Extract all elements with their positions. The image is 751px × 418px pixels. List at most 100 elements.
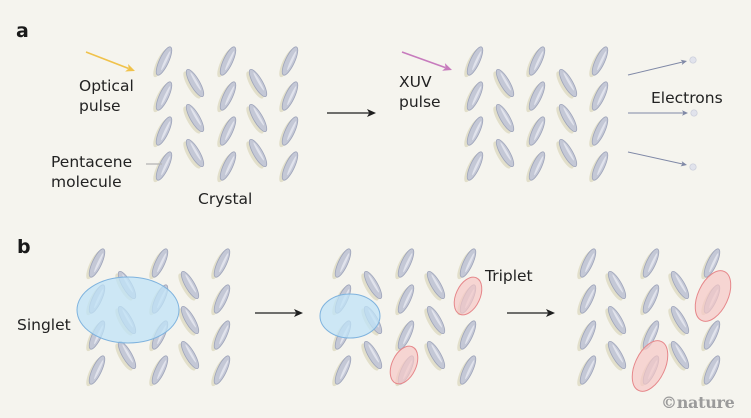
electron-arrow-top bbox=[627, 59, 687, 76]
pentacene-molecule bbox=[248, 103, 268, 133]
pentacene-molecule bbox=[426, 340, 446, 370]
pentacene-molecule bbox=[703, 248, 721, 278]
arrows bbox=[85, 51, 688, 318]
pentacene-molecule bbox=[334, 248, 352, 278]
process-arrow-b2 bbox=[507, 308, 555, 318]
pentacene-molecule bbox=[151, 355, 169, 385]
pentacene-molecule bbox=[579, 355, 597, 385]
crystal-label: Crystal bbox=[198, 190, 253, 208]
electron-dot bbox=[689, 163, 697, 171]
pentacene-molecule bbox=[151, 248, 169, 278]
pentacene-molecule bbox=[670, 305, 690, 335]
pentacene-molecule bbox=[591, 81, 609, 111]
pentacene-molecule bbox=[397, 320, 415, 350]
electron-dot bbox=[690, 109, 698, 117]
pentacene-molecule bbox=[155, 116, 173, 146]
pentacene-molecule bbox=[219, 151, 237, 181]
pentacene-molecule bbox=[459, 320, 477, 350]
pentacene-molecule bbox=[528, 81, 546, 111]
triplet-exciton-4 bbox=[631, 340, 669, 392]
pentacene-molecule bbox=[363, 270, 383, 300]
pentacene-molecule bbox=[213, 320, 231, 350]
pentacene-molecule bbox=[466, 151, 484, 181]
optical-pulse-label: Optical pulse bbox=[79, 76, 134, 116]
pentacene-molecule bbox=[579, 320, 597, 350]
pentacene-molecule-label: Pentacene molecule bbox=[51, 152, 132, 192]
electrons-label: Electrons bbox=[651, 89, 723, 107]
pentacene-molecule bbox=[213, 284, 231, 314]
pentacene-molecule bbox=[466, 46, 484, 76]
pentacene-molecule bbox=[528, 151, 546, 181]
pentacene-molecule bbox=[426, 305, 446, 335]
triplet-label: Triplet bbox=[485, 267, 533, 285]
pentacene-molecule bbox=[495, 68, 515, 98]
singlet-exciton-small bbox=[319, 293, 381, 339]
electron-arrow-middle bbox=[628, 110, 688, 116]
pentacene-molecule bbox=[670, 340, 690, 370]
pentacene-molecule bbox=[558, 103, 578, 133]
pentacene-molecule bbox=[117, 340, 137, 370]
pentacene-molecule bbox=[607, 305, 627, 335]
pentacene-molecule bbox=[180, 305, 200, 335]
pentacene-molecule bbox=[248, 138, 268, 168]
pentacene-molecule bbox=[558, 138, 578, 168]
pentacene-molecule bbox=[607, 340, 627, 370]
xuv-pulse-label: XUV pulse bbox=[399, 72, 441, 112]
pentacene-molecule bbox=[185, 103, 205, 133]
pentacene-molecule bbox=[703, 355, 721, 385]
xuv-pulse-label-line1: XUV bbox=[399, 73, 432, 91]
triplet-exciton-2 bbox=[389, 345, 419, 385]
pentacene-molecule bbox=[185, 68, 205, 98]
pentacene-molecule bbox=[180, 340, 200, 370]
pentacene-molecule bbox=[248, 68, 268, 98]
pentacene-molecule bbox=[459, 248, 477, 278]
pentacene-molecule bbox=[670, 270, 690, 300]
pentacene-molecule bbox=[466, 81, 484, 111]
pentacene-molecule bbox=[213, 355, 231, 385]
pentacene-molecule bbox=[642, 248, 660, 278]
panel-label-b: b bbox=[17, 236, 31, 258]
pentacene-molecule bbox=[185, 138, 205, 168]
panel-label-a: a bbox=[16, 20, 29, 42]
xuv-pulse-arrow bbox=[401, 51, 452, 71]
pentacene-molecule bbox=[281, 81, 299, 111]
electron-dot bbox=[689, 56, 697, 64]
process-arrow-b1 bbox=[255, 308, 303, 318]
pentacene-molecule bbox=[155, 151, 173, 181]
pentacene-molecule bbox=[219, 81, 237, 111]
pentacene-molecule bbox=[495, 138, 515, 168]
pentacene-molecule bbox=[219, 46, 237, 76]
pentacene-molecule bbox=[579, 248, 597, 278]
pentacene-molecule bbox=[591, 151, 609, 181]
optical-pulse-label-line2: pulse bbox=[79, 97, 121, 115]
pentacene-molecule bbox=[397, 248, 415, 278]
triplet-exciton-1 bbox=[453, 276, 483, 316]
process-arrow-a bbox=[327, 108, 376, 118]
optical-pulse-arrow bbox=[85, 51, 135, 72]
optical-pulse-label-line1: Optical bbox=[79, 77, 134, 95]
pentacene-molecule bbox=[88, 355, 106, 385]
pentacene-molecule bbox=[459, 355, 477, 385]
pentacene-molecule bbox=[591, 116, 609, 146]
pentacene-molecule bbox=[219, 116, 237, 146]
pentacene-molecule bbox=[528, 116, 546, 146]
xuv-pulse-label-line2: pulse bbox=[399, 93, 441, 111]
pentacene-molecule bbox=[558, 68, 578, 98]
pentacene-molecule bbox=[528, 46, 546, 76]
pentacene-molecule bbox=[213, 248, 231, 278]
pentacene-molecule bbox=[281, 46, 299, 76]
pentacene-molecule bbox=[426, 270, 446, 300]
excitons bbox=[76, 270, 732, 392]
pentacene-label-line1: Pentacene bbox=[51, 153, 133, 171]
singlet-label: Singlet bbox=[17, 316, 71, 334]
pentacene-molecule bbox=[591, 46, 609, 76]
pentacene-molecule bbox=[466, 116, 484, 146]
pentacene-molecule bbox=[703, 320, 721, 350]
pentacene-molecule bbox=[155, 46, 173, 76]
pentacene-molecule bbox=[155, 81, 173, 111]
pentacene-molecule bbox=[334, 355, 352, 385]
electron-arrow-bottom bbox=[627, 151, 687, 167]
pentacene-molecule bbox=[397, 284, 415, 314]
nature-credit: ©nature bbox=[661, 393, 735, 412]
